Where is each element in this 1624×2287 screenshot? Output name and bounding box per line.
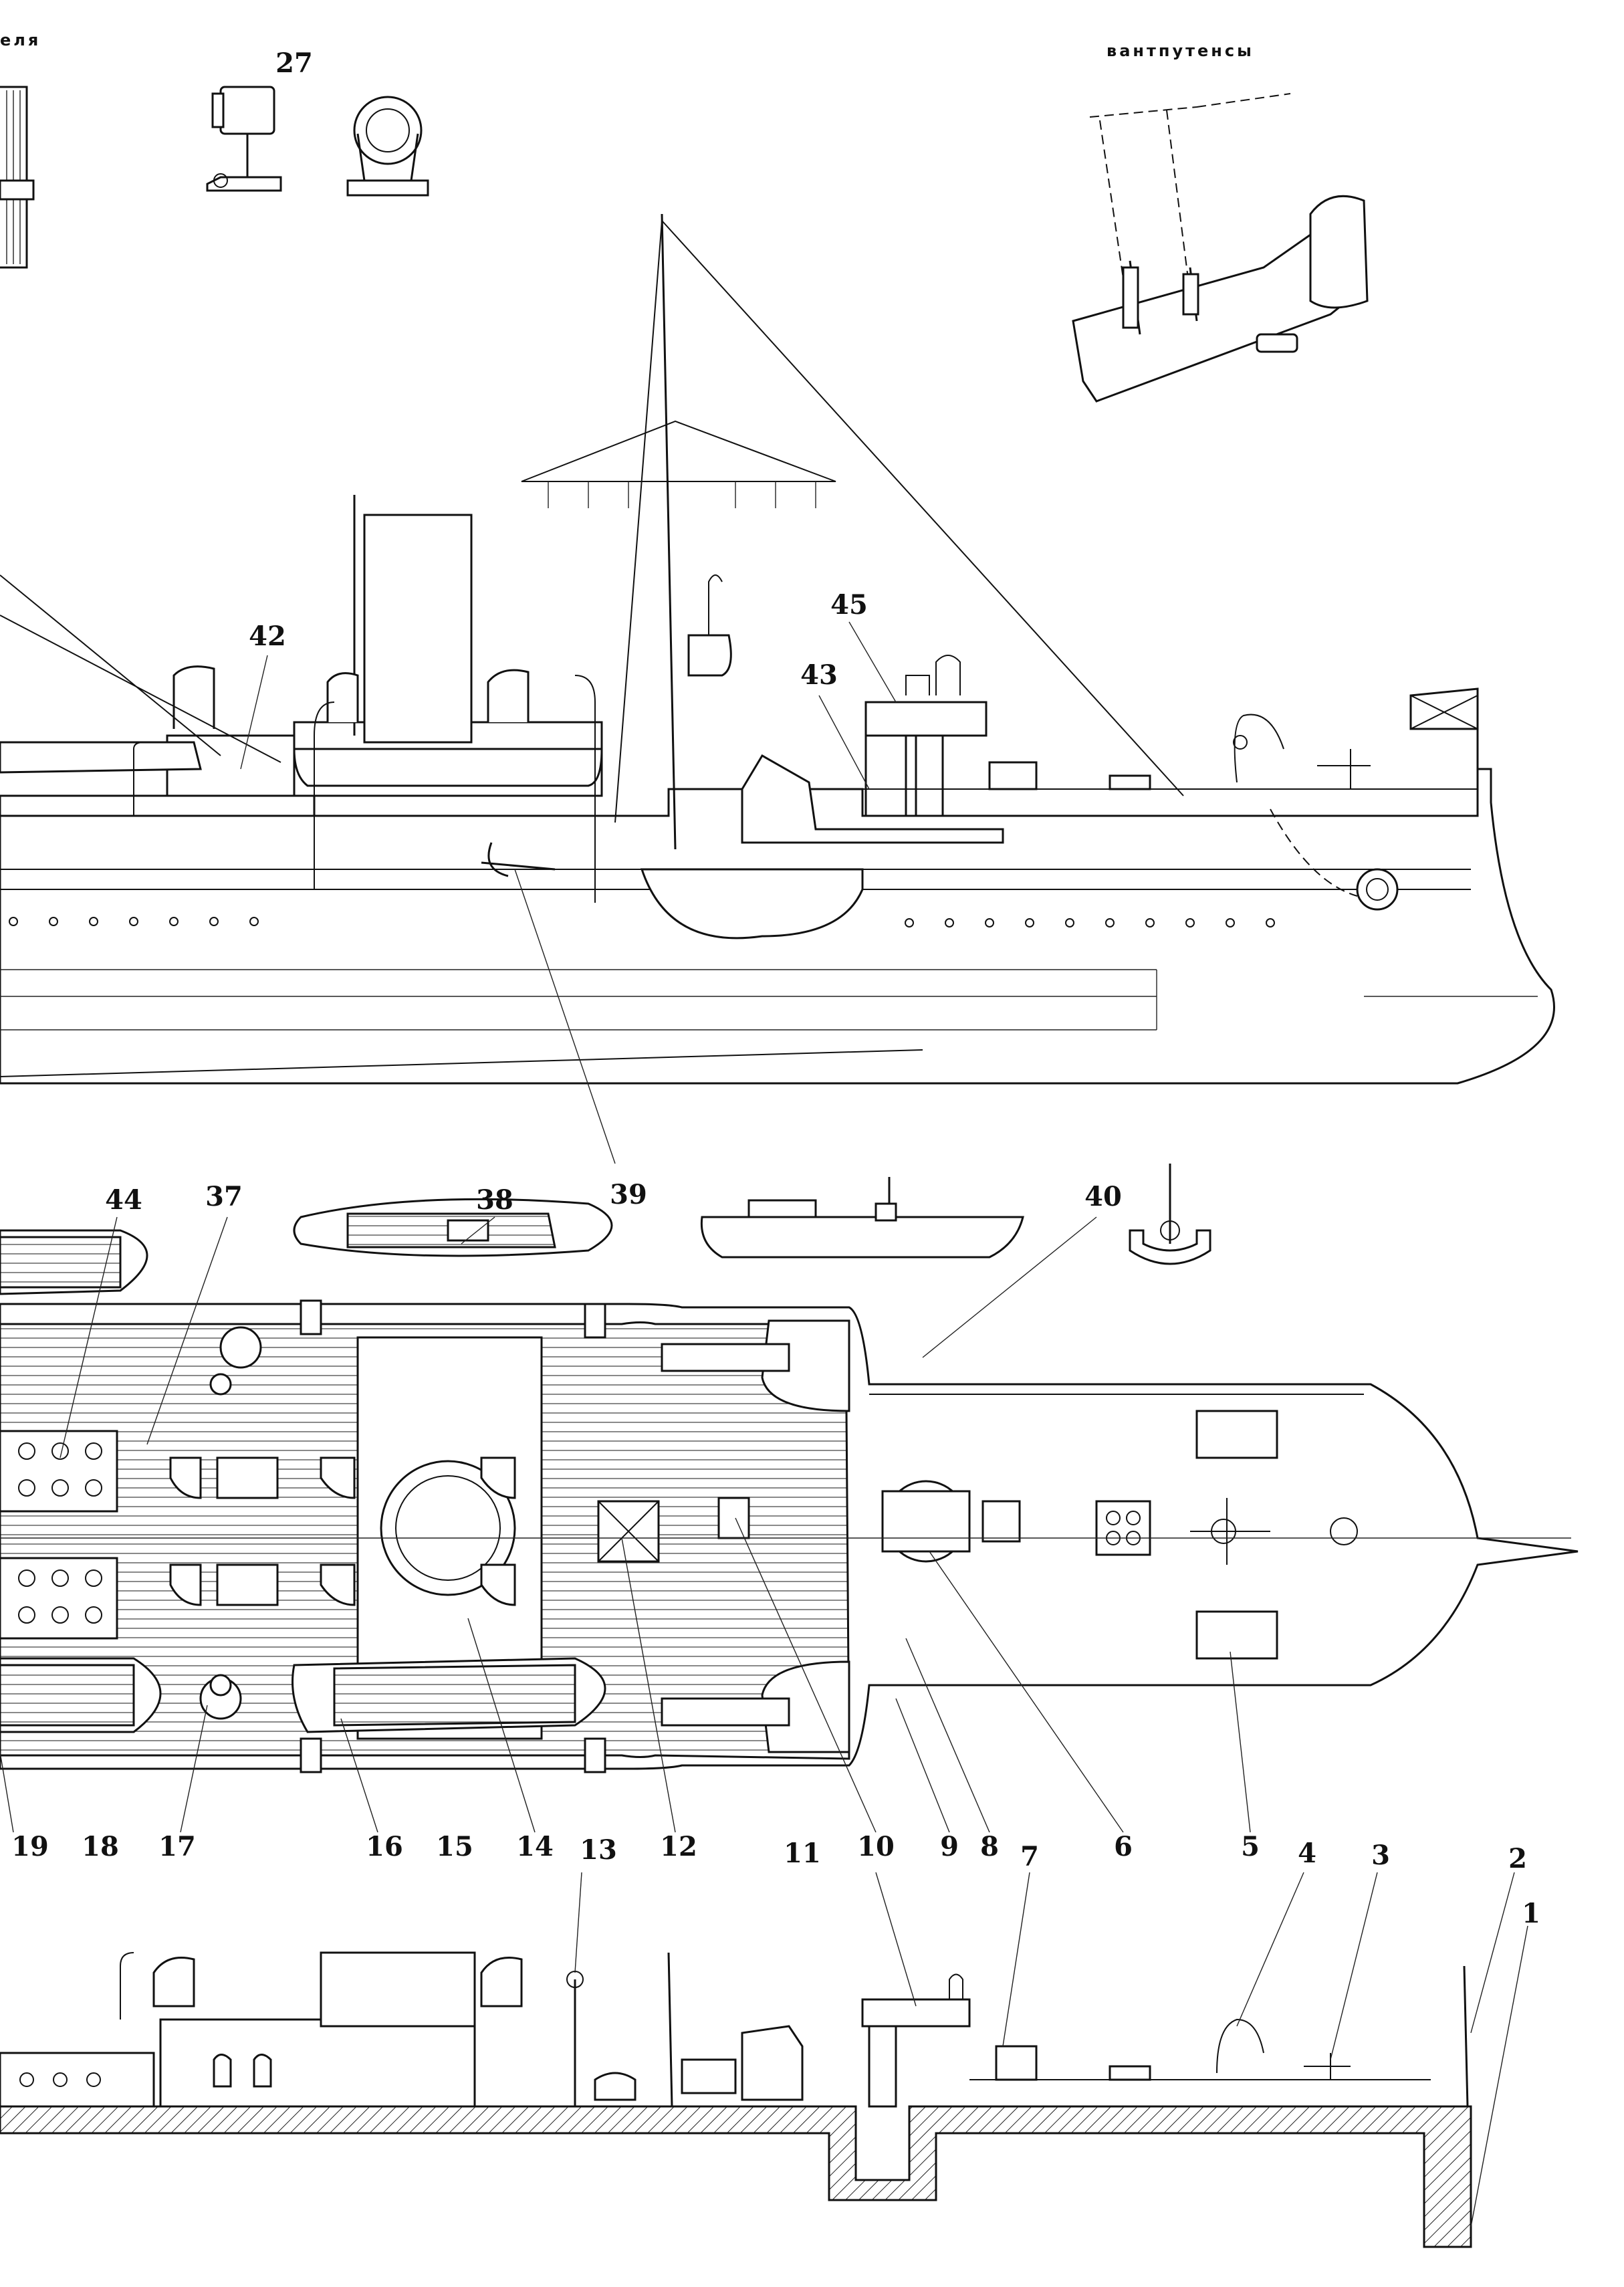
callout-14: 14 xyxy=(516,1831,554,1862)
callout-40: 40 xyxy=(1084,1181,1122,1212)
callout-19: 19 xyxy=(11,1831,49,1862)
boats-plan xyxy=(0,1198,613,1733)
callout-1: 1 xyxy=(1522,1898,1540,1929)
callout-13: 13 xyxy=(580,1834,617,1866)
callout-11: 11 xyxy=(784,1838,821,1869)
callout-44: 44 xyxy=(105,1184,142,1216)
searchlight-detail xyxy=(206,86,429,197)
callout-37: 37 xyxy=(205,1181,243,1212)
callout-15: 15 xyxy=(436,1831,473,1862)
callout-12: 12 xyxy=(660,1831,697,1862)
callout-9: 9 xyxy=(940,1831,959,1862)
skylights xyxy=(0,1430,118,1640)
longitudinal-section xyxy=(0,1951,1472,2248)
callout-16: 16 xyxy=(366,1831,403,1862)
callout-39: 39 xyxy=(610,1179,647,1210)
callout-2: 2 xyxy=(1508,1843,1527,1874)
detail-number-27: 27 xyxy=(275,47,313,79)
side-profile xyxy=(0,213,1555,1085)
callout-42: 42 xyxy=(249,621,286,652)
portholes xyxy=(9,917,1275,928)
anchor-detail xyxy=(1129,1164,1211,1265)
callout-17: 17 xyxy=(158,1831,196,1862)
leader-lines xyxy=(0,621,1528,2227)
callout-numbers: 42 45 43 44 37 38 39 40 19 18 17 16 15 1… xyxy=(11,589,1540,1929)
deck-plan xyxy=(0,1198,1579,1773)
steam-launch-detail xyxy=(700,1177,1024,1259)
callout-6: 6 xyxy=(1114,1831,1133,1862)
callout-5: 5 xyxy=(1241,1831,1260,1862)
shroud-plate-detail xyxy=(1072,93,1369,403)
callout-4: 4 xyxy=(1298,1838,1316,1869)
callout-38: 38 xyxy=(476,1184,513,1216)
callout-18: 18 xyxy=(82,1831,119,1862)
caption-shroud-plates: вантпутенсы xyxy=(1107,41,1254,60)
funnel-detail-fragment xyxy=(0,86,35,269)
callout-43: 43 xyxy=(800,659,838,691)
callout-10: 10 xyxy=(857,1831,895,1862)
callout-45: 45 xyxy=(830,589,868,621)
caption-fragment: еля xyxy=(0,31,41,49)
callout-8: 8 xyxy=(980,1831,999,1862)
callout-7: 7 xyxy=(1020,1841,1039,1872)
callout-3: 3 xyxy=(1371,1840,1390,1871)
